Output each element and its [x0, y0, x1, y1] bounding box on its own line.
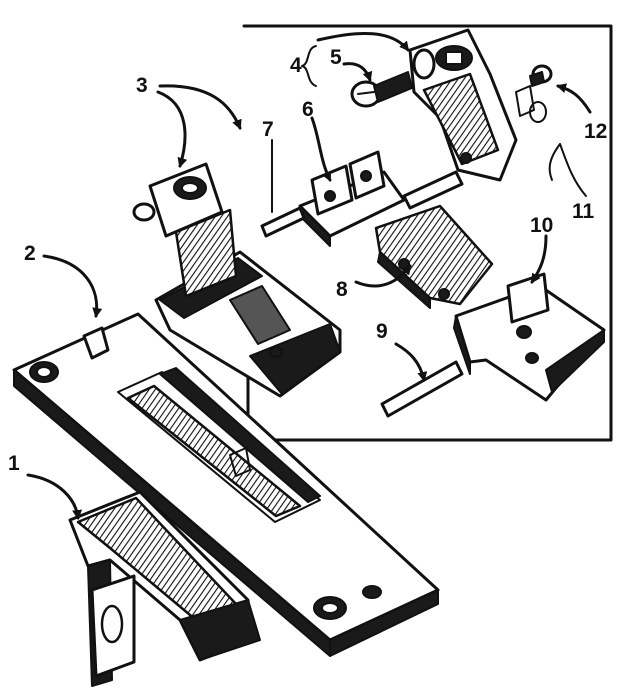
callout-7: 7 [262, 118, 274, 141]
foot-shank [408, 28, 535, 182]
spring [529, 101, 547, 123]
leader-lines [26, 32, 592, 520]
callout-4: 4 [290, 54, 302, 77]
callout-12: 12 [584, 120, 607, 143]
callout-5: 5 [330, 46, 342, 69]
hinge-pin-short [260, 206, 306, 238]
foot-heel [453, 272, 606, 402]
hinge-block [374, 204, 494, 309]
callout-9: 9 [376, 320, 388, 343]
inset-panel [242, 24, 613, 442]
callout-10: 10 [530, 214, 553, 237]
callout-6: 6 [302, 98, 314, 121]
callout-8: 8 [336, 278, 348, 301]
callout-3: 3 [136, 74, 148, 97]
callout-11: 11 [572, 200, 595, 223]
callout-labels: 1 2 3 4 5 6 7 8 9 10 11 12 [8, 46, 607, 475]
shank-screw [350, 71, 413, 108]
presser-foot-assembly [132, 162, 342, 398]
feed-dog [68, 490, 261, 687]
hinge-rod [402, 170, 464, 210]
callout-2: 2 [24, 242, 36, 265]
small-screw [529, 64, 553, 87]
throat-plate [12, 312, 440, 657]
callout-1: 1 [8, 452, 20, 475]
hinge-pin-long [380, 360, 464, 418]
